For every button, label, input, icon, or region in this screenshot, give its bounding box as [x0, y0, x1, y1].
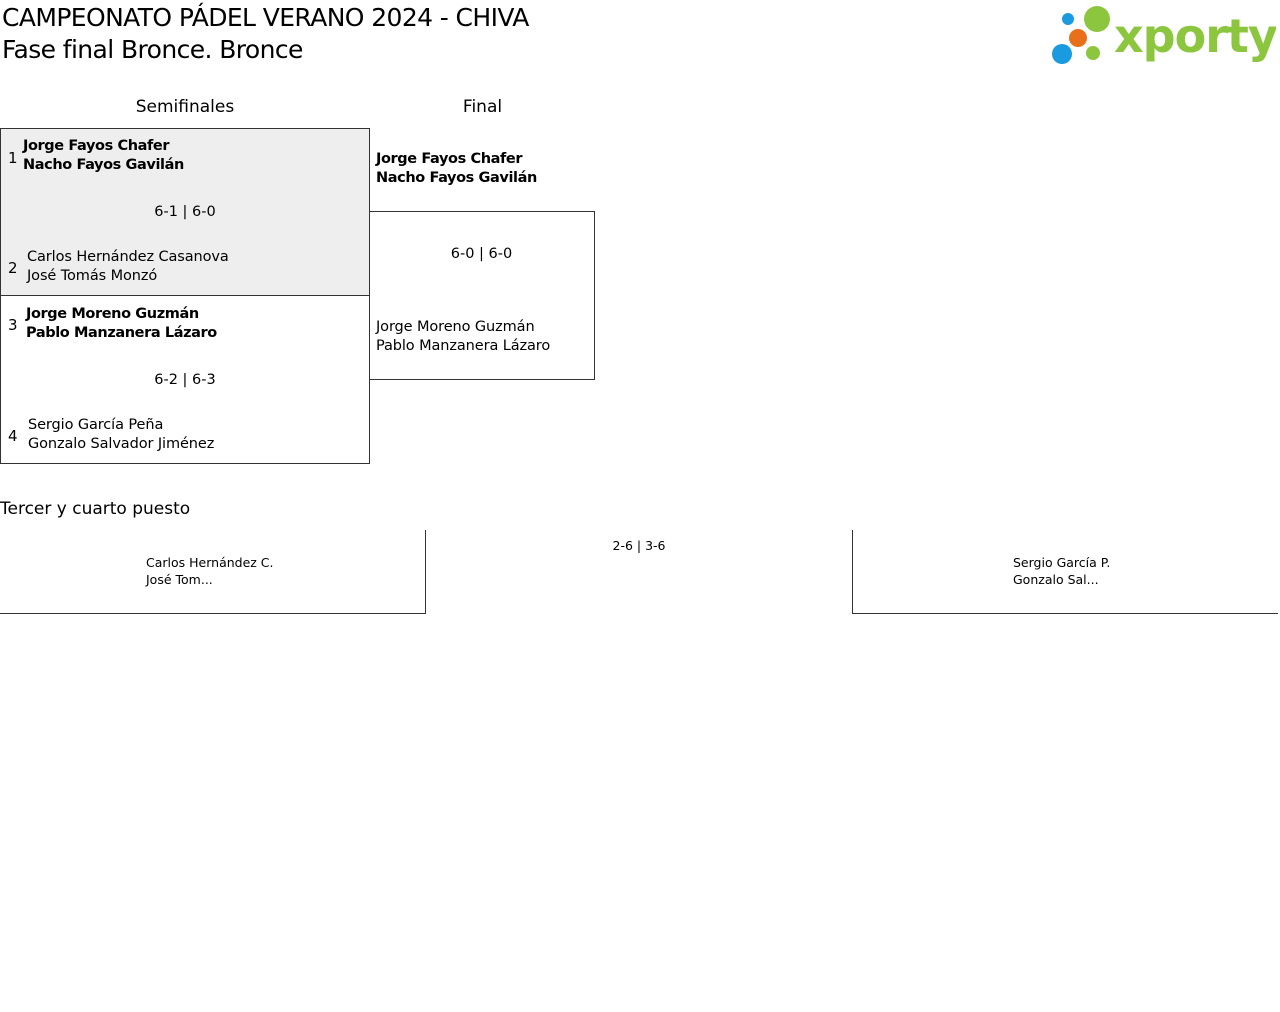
player-name: Nacho Fayos Gavilán: [376, 170, 537, 186]
third-place-right-cell[interactable]: Sergio García P. Gonzalo Sal...: [852, 530, 1278, 614]
player-name: Carlos Hernández Casanova: [27, 249, 229, 265]
player-name: Sergio García Peña: [28, 417, 164, 433]
semifinals-heading: Semifinales: [135, 97, 235, 117]
final-match-box[interactable]: 6-0 | 6-0 Jorge Moreno Guzmán Pablo Manz…: [369, 211, 595, 380]
player-name: Nacho Fayos Gavilán: [23, 157, 184, 173]
player-name: Jorge Moreno Guzmán: [376, 319, 535, 335]
player-name: Pablo Manzanera Lázaro: [26, 325, 217, 341]
team-names: Sergio García P. Gonzalo Sal...: [1013, 554, 1110, 588]
team-names: Carlos Hernández C. José Tom...: [146, 554, 274, 588]
logo-text: xporty: [1114, 9, 1276, 63]
xporty-logo[interactable]: xporty: [1050, 4, 1279, 66]
player-name: Pablo Manzanera Lázaro: [376, 338, 551, 354]
third-place-heading: Tercer y cuarto puesto: [0, 499, 191, 519]
third-place-score: 2-6 | 3-6: [612, 538, 666, 553]
final-team-winner[interactable]: Jorge Fayos Chafer Nacho Fayos Gavilán: [376, 150, 537, 188]
third-place-left-cell[interactable]: Carlos Hernández C. José Tom...: [0, 530, 426, 614]
final-team-loser[interactable]: Jorge Moreno Guzmán Pablo Manzanera Láza…: [376, 318, 550, 356]
seed-number: 2: [8, 259, 18, 277]
player-name: Jorge Moreno Guzmán: [26, 306, 199, 322]
player-name: Carlos Hernández C.: [146, 555, 274, 570]
match-score: 6-0 | 6-0: [450, 246, 513, 262]
match-score: 6-2 | 6-3: [154, 372, 216, 388]
team-winner[interactable]: Jorge Moreno Guzmán Pablo Manzanera Láza…: [26, 305, 217, 343]
team-loser[interactable]: Sergio García Peña Gonzalo Salvador Jimé…: [28, 416, 214, 454]
player-name: Jorge Fayos Chafer: [23, 138, 170, 154]
page-subtitle: Fase final Bronce. Bronce: [2, 35, 303, 64]
player-name: Gonzalo Salvador Jiménez: [28, 436, 215, 452]
seed-number: 4: [8, 427, 18, 445]
match-score: 6-1 | 6-0: [154, 204, 216, 220]
player-name: Jorge Fayos Chafer: [376, 151, 523, 167]
xporty-logo-icon: xporty: [1052, 6, 1279, 64]
final-heading: Final: [462, 97, 503, 117]
team-loser[interactable]: Carlos Hernández Casanova José Tomás Mon…: [27, 248, 229, 286]
player-name: Gonzalo Sal...: [1013, 572, 1099, 587]
semifinal-match-1[interactable]: 1 Jorge Fayos Chafer Nacho Fayos Gavilán…: [0, 128, 370, 296]
seed-number: 3: [8, 316, 18, 334]
player-name: Sergio García P.: [1013, 555, 1111, 570]
semifinal-match-2[interactable]: 3 Jorge Moreno Guzmán Pablo Manzanera Lá…: [0, 295, 370, 464]
player-name: José Tom...: [146, 572, 213, 587]
seed-number: 1: [8, 149, 18, 167]
team-winner[interactable]: Jorge Fayos Chafer Nacho Fayos Gavilán: [23, 137, 184, 175]
player-name: José Tomás Monzó: [27, 268, 158, 284]
page-title: CAMPEONATO PÁDEL VERANO 2024 - CHIVA: [2, 3, 529, 32]
